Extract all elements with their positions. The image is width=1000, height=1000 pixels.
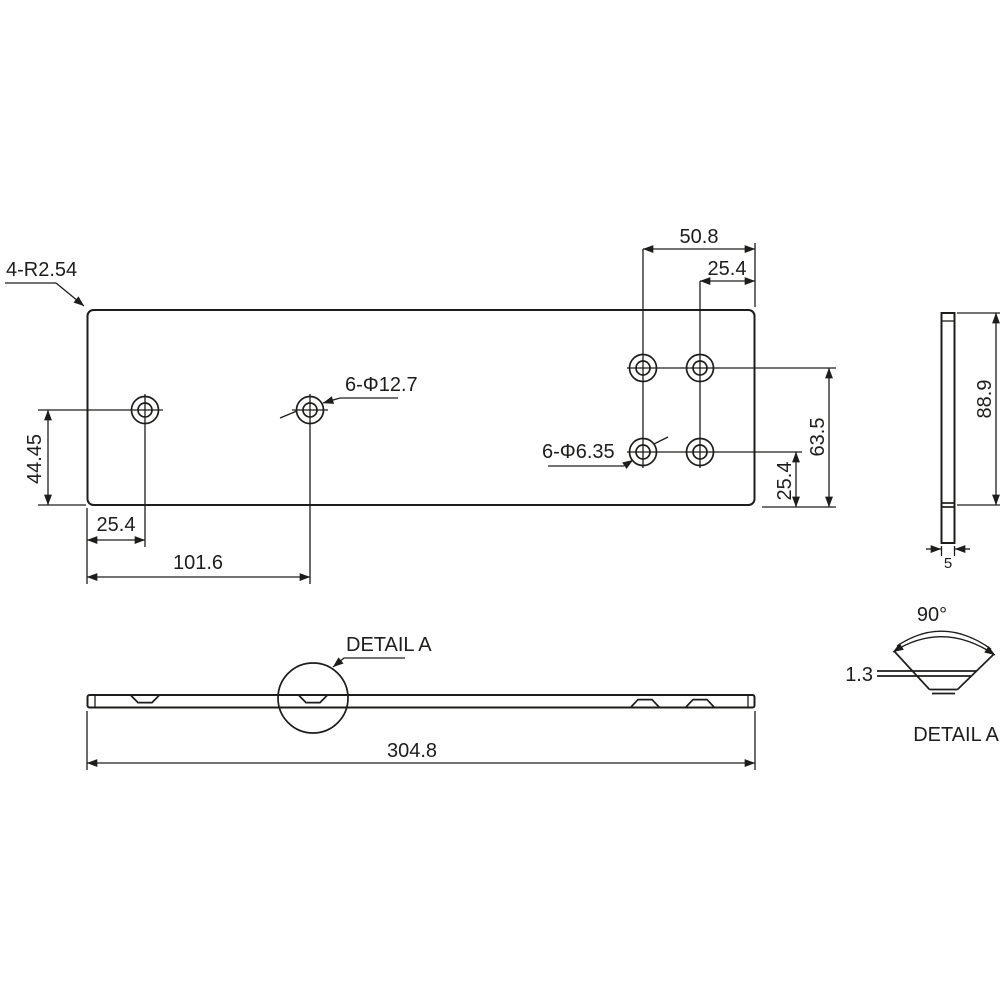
countersink-leader [279, 396, 398, 419]
width-extension-lines [940, 312, 1000, 556]
plate-outline [86, 309, 756, 506]
detail-circle [277, 662, 349, 734]
corner-radius-leader [5, 282, 85, 307]
corner-radius-label: 4-R2.54 [6, 259, 77, 281]
plan-view: 4-R2.54 6-Φ12.7 6-Φ6.35 50.8 25.4 63.5 2… [5, 226, 836, 584]
dim-left-hole2: 101.6 [173, 552, 223, 574]
plate-end-outline [940, 312, 956, 544]
dim-right-col-offset: 25.4 [708, 258, 747, 280]
detail-callout-leader [332, 657, 405, 668]
dim-right-top-row: 63.5 [807, 418, 829, 457]
front-view: DETAIL A 304.8 [86, 634, 756, 770]
countersink-profiles [130, 694, 715, 708]
detail-angle-arcs [892, 630, 996, 656]
dim-right-group-width: 50.8 [680, 226, 719, 248]
dim-plate-length: 304.8 [387, 740, 437, 762]
side-view-edge-lines [941, 502, 955, 508]
detail-angle-label: 90° [917, 604, 947, 626]
detail-countersink-section [877, 650, 995, 695]
dim-right-bottom-row: 25.4 [774, 462, 796, 501]
countersink-label: 6-Φ12.7 [345, 374, 418, 396]
detail-a-view: 90° 1.3 DETAIL A [845, 604, 999, 746]
dim-left-holes-height: 44.45 [24, 434, 46, 484]
dim-plate-width: 88.9 [974, 380, 996, 419]
dim-left-hole1: 25.4 [97, 514, 136, 536]
detail-title: DETAIL A [913, 724, 999, 746]
hole-dia-leader [548, 436, 669, 470]
corner-tangent-ticks [94, 695, 749, 708]
detail-callout-label: DETAIL A [346, 634, 432, 656]
plate-edge-outline [86, 694, 756, 709]
plan-dimension-lines [44, 245, 833, 581]
side-view: 88.9 5 [926, 312, 1000, 572]
hole-dia-label: 6-Φ6.35 [542, 441, 615, 463]
dim-plate-thickness: 5 [944, 555, 952, 572]
detail-depth-label: 1.3 [845, 664, 873, 686]
